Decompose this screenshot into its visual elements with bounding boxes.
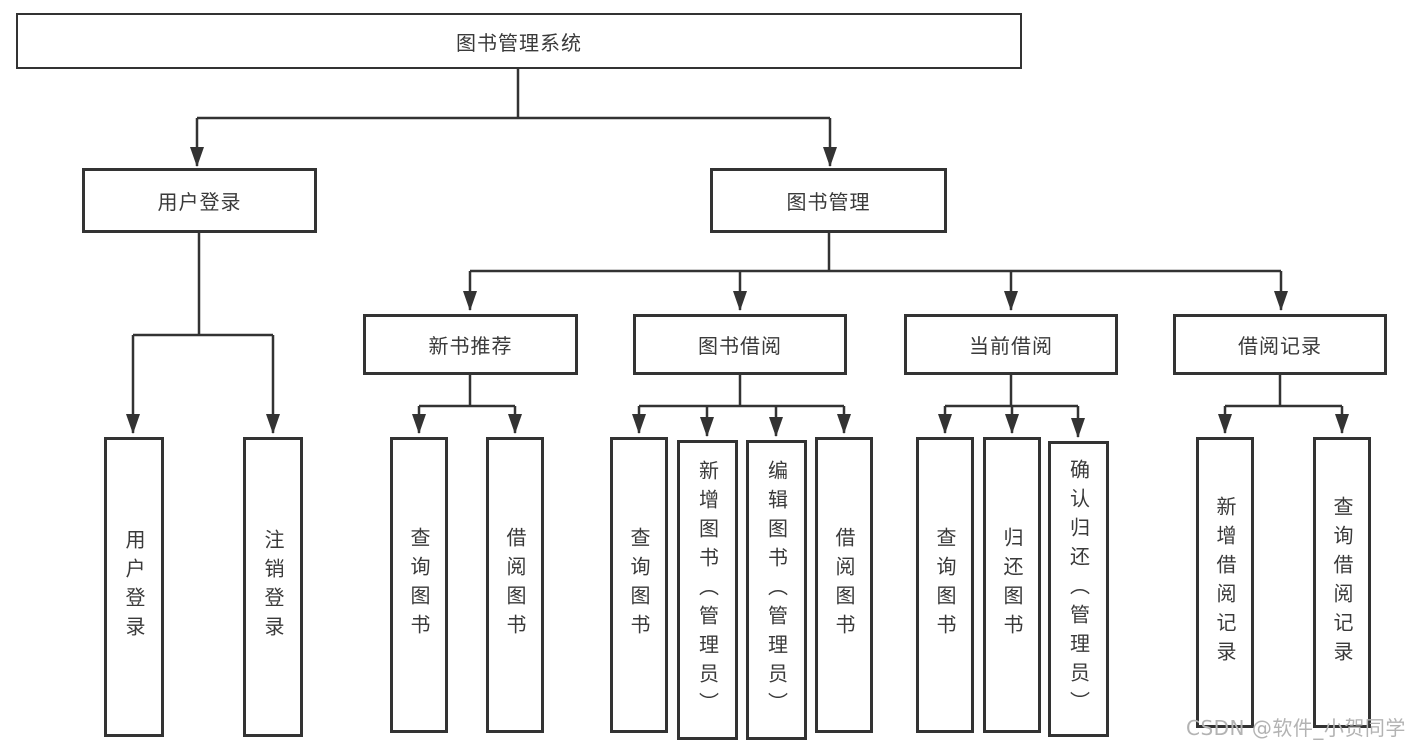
- node-root: 图书管理系统: [16, 13, 1022, 69]
- node-user-login: 用户登录: [82, 168, 317, 233]
- leaf-query-books-recommend: 查询图书: [390, 437, 448, 733]
- csdn-watermark: CSDN @软件_小贺同学: [1186, 716, 1405, 740]
- leaf-edit-book-admin: 编辑图书（管理员）: [746, 440, 807, 740]
- leaf-add-borrow-record: 新增借阅记录: [1196, 437, 1254, 728]
- leaf-query-books-borrow: 查询图书: [610, 437, 668, 733]
- leaf-confirm-return-admin: 确认归还（管理员）: [1048, 441, 1109, 737]
- leaf-borrow-books-recommend: 借阅图书: [486, 437, 544, 733]
- leaf-user-login: 用户登录: [104, 437, 164, 737]
- leaf-logout: 注销登录: [243, 437, 303, 737]
- node-book-borrow: 图书借阅: [633, 314, 847, 375]
- node-new-book-recommend: 新书推荐: [363, 314, 578, 375]
- leaf-return-book: 归还图书: [983, 437, 1041, 733]
- leaf-query-borrow-record: 查询借阅记录: [1313, 437, 1371, 728]
- node-borrow-records: 借阅记录: [1173, 314, 1387, 375]
- node-current-borrow: 当前借阅: [904, 314, 1118, 375]
- node-book-management: 图书管理: [710, 168, 947, 233]
- leaf-borrow-books: 借阅图书: [815, 437, 873, 733]
- leaf-add-book-admin: 新增图书（管理员）: [677, 440, 738, 740]
- leaf-query-books-current: 查询图书: [916, 437, 974, 733]
